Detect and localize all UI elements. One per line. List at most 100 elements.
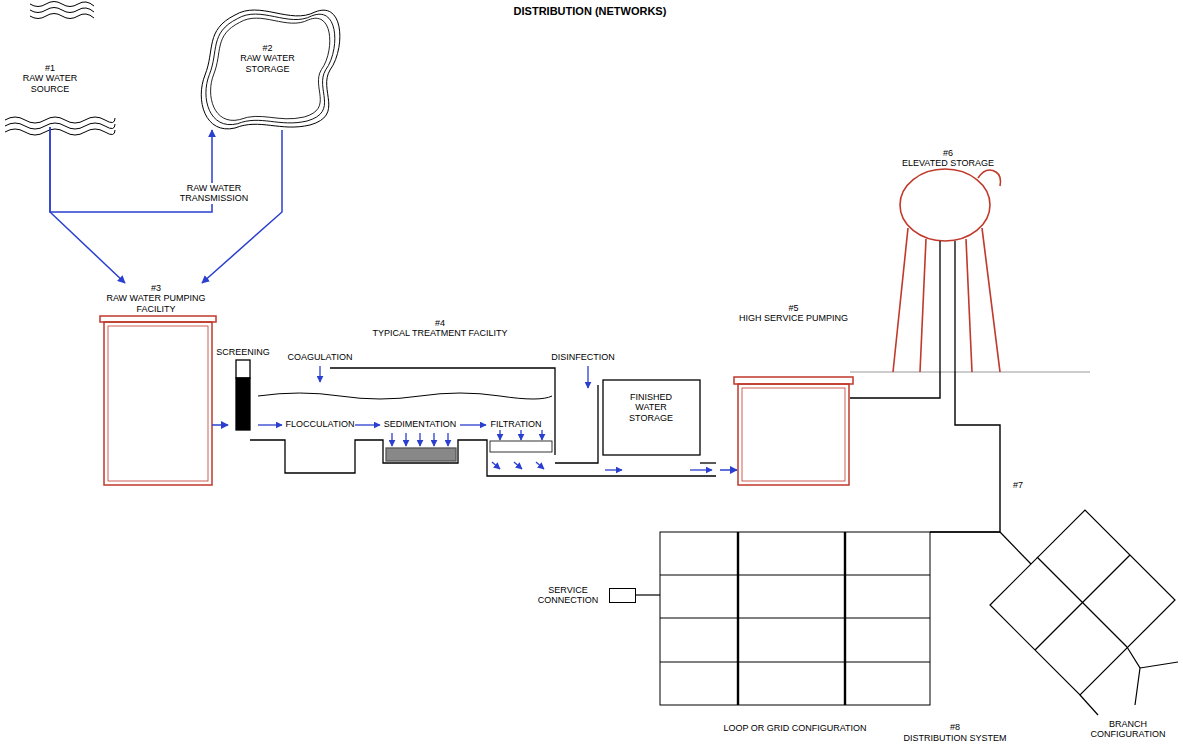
callout-number: #4 — [360, 318, 520, 328]
pump-building — [742, 388, 845, 481]
treatment-basins — [250, 440, 716, 476]
water-tower — [893, 228, 908, 372]
grid-network — [660, 532, 930, 705]
river-waves — [5, 129, 115, 135]
flow-arrows — [405, 433, 406, 446]
callout-number: #1 — [18, 63, 82, 73]
process-label: FILTRATION — [488, 419, 544, 429]
ground-line — [850, 371, 1090, 372]
node-text: #3RAW WATER PUMPING FACILITY — [96, 283, 216, 314]
pump-building — [734, 377, 853, 384]
flow-arrows — [514, 462, 522, 469]
node-label: TYPICAL TREATMENT FACILITY — [360, 328, 520, 338]
service-box — [609, 588, 636, 603]
diagram-title: DISTRIBUTION (NETWORKS) — [390, 5, 790, 18]
flow-arrows — [258, 424, 282, 425]
flow-arrows — [587, 366, 588, 388]
reservoir-node: #2RAW WATER STORAGE — [195, 5, 340, 130]
treatment-basins — [555, 385, 598, 463]
flow-arrows — [541, 430, 542, 440]
node-text: #2RAW WATER STORAGE — [230, 43, 305, 74]
flow-arrows — [536, 462, 544, 469]
river-waves — [5, 2, 115, 136]
grid-network — [660, 662, 930, 663]
branch-network — [1035, 555, 1130, 650]
node-label: BRANCH CONFIGURATION — [1078, 719, 1178, 740]
river-waves — [5, 123, 115, 129]
process-label: DISINFECTION — [543, 352, 623, 362]
pump-building — [100, 316, 216, 485]
node-label: RAW WATER SOURCE — [18, 73, 82, 94]
grid-node: LOOP OR GRID CONFIGURATION — [660, 532, 930, 742]
flow-arrows — [492, 462, 500, 469]
grid-network — [660, 575, 930, 576]
node-text: BRANCH CONFIGURATION — [1078, 719, 1178, 740]
treatment-basins — [236, 360, 716, 476]
flow-arrows — [690, 469, 712, 470]
callout-number: #8 — [940, 722, 970, 732]
pump-building — [734, 377, 853, 485]
flow-arrows — [447, 433, 448, 446]
flow-arrows — [319, 366, 320, 382]
treatment-basins — [258, 393, 552, 399]
pump-building — [100, 316, 216, 322]
node-text: SERVICE CONNECTION — [532, 585, 604, 606]
flow-arrows — [391, 433, 392, 446]
callout-number: #7 — [1007, 480, 1029, 490]
process-label: COAGULATION — [280, 352, 360, 362]
treatment-basins — [490, 441, 552, 452]
callout-number: #6 — [893, 148, 1003, 158]
process-label: FLOCCULATION — [284, 419, 356, 429]
tower-riser — [940, 241, 955, 372]
branch-network — [990, 510, 1178, 715]
branch-network — [1127, 647, 1140, 705]
water-tower — [900, 169, 990, 241]
node-label: RAW WATER PUMPING FACILITY — [96, 293, 216, 314]
process-label: SEDIMENTATION — [378, 419, 462, 429]
flow-arrows — [419, 433, 420, 446]
treatment-basins — [236, 360, 250, 378]
pumping-node: #3RAW WATER PUMPING FACILITY — [100, 283, 212, 486]
node-label: RAW WATER STORAGE — [230, 53, 305, 74]
pipe-connector — [202, 130, 282, 283]
flow-arrows — [605, 469, 622, 470]
river-waves — [5, 117, 115, 123]
branch-network — [1080, 695, 1098, 715]
node-text: LOOP OR GRID CONFIGURATION — [660, 723, 930, 733]
pipe-connector — [720, 469, 737, 471]
process-label: SCREENING — [208, 347, 278, 357]
node-label: HIGH SERVICE PUMPING — [722, 313, 865, 323]
pipe-connector — [50, 127, 125, 283]
water-tower — [920, 239, 926, 372]
reservoir-outline — [206, 14, 335, 125]
flow-arrows — [433, 433, 434, 446]
node-label: ELEVATED STORAGE — [893, 158, 1003, 168]
river-waves — [30, 8, 94, 13]
node-text: #4TYPICAL TREATMENT FACILITY — [360, 318, 520, 339]
edge-label: RAW WATER TRANSMISSION — [172, 183, 256, 204]
river-waves — [30, 2, 94, 7]
callout-number: #2 — [230, 43, 305, 53]
branch-network — [1140, 662, 1178, 668]
pump-building — [738, 384, 849, 485]
pump-building — [104, 322, 212, 485]
branch-network — [1000, 532, 1031, 564]
water-tower — [893, 169, 1001, 372]
reservoir-outline — [211, 18, 330, 120]
water-tower — [982, 228, 1000, 372]
flow-arrows — [258, 366, 712, 470]
node-label: LOOP OR GRID CONFIGURATION — [660, 723, 930, 733]
flow-arrows — [499, 430, 500, 440]
reservoir-outline — [201, 10, 340, 129]
water-tower — [978, 170, 1001, 186]
reservoir-outline — [201, 10, 340, 129]
tower-riser — [954, 241, 955, 372]
callout-number: #3 — [96, 283, 216, 293]
flow-arrows — [460, 424, 486, 425]
node-text: #6ELEVATED STORAGE — [893, 148, 1003, 169]
pipe-connector — [850, 372, 940, 398]
branch-node: BRANCH CONFIGURATION — [1000, 505, 1180, 750]
